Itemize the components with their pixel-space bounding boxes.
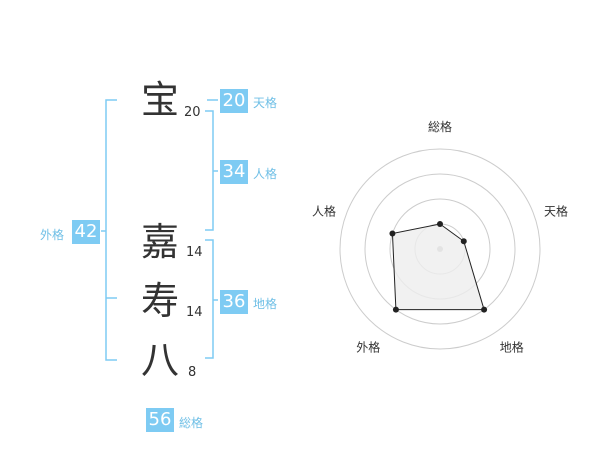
tenkaku-label: 天格 (253, 96, 278, 110)
radar-point-4 (392, 306, 399, 313)
radar-point-1 (437, 221, 443, 227)
chikaku-value-box: 36 (220, 290, 248, 314)
stroke-count-4: 8 (188, 365, 197, 380)
radar-axis-label-2: 天格 (544, 203, 568, 218)
stroke-count-2: 14 (186, 245, 203, 260)
name-char-4: 八 (140, 338, 179, 382)
radar-point-2 (460, 238, 467, 245)
name-char-1: 宝 (140, 78, 179, 122)
sokaku-value-box: 56 (146, 408, 174, 432)
jinkaku-label: 人格 (253, 167, 278, 181)
radar-axis-label-1: 総格 (428, 119, 452, 134)
radar-axis-label-4: 外格 (356, 340, 380, 355)
tenkaku-value-box: 20 (220, 89, 248, 113)
name-char-2: 嘉 (140, 220, 179, 264)
gaikaku-label: 外格 (40, 228, 65, 242)
stroke-count-3: 14 (186, 305, 203, 320)
sokaku-label: 総格 (179, 416, 204, 430)
chikaku-label: 地格 (253, 297, 278, 311)
radar-ring (339, 148, 541, 350)
radar-polygon (391, 223, 485, 311)
gaikaku-bracket (105, 99, 117, 361)
radar-axis-label-3: 地格 (500, 340, 524, 355)
gaikaku-value-box: 42 (72, 220, 100, 244)
stroke-count-1: 20 (184, 105, 201, 120)
radar-point-5 (389, 230, 396, 237)
jinkaku-value-box: 34 (220, 160, 248, 184)
chikaku-bracket (205, 239, 214, 359)
radar-ring (364, 173, 516, 325)
radar-point-3 (481, 306, 488, 313)
name-char-3: 寿 (140, 279, 179, 323)
radar-axis-label-5: 人格 (312, 203, 336, 218)
